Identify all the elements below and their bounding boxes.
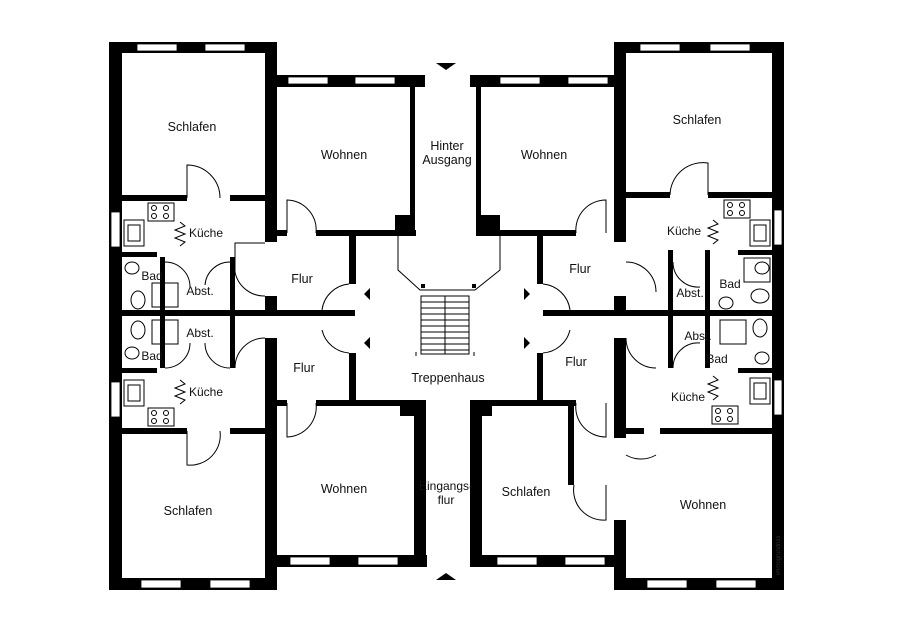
room-label-wohnen: Wohnen (321, 148, 367, 162)
room-label-abst: Abst. (186, 284, 213, 298)
room-label-abst: Abst. (676, 286, 703, 300)
windows (110, 43, 783, 589)
room-label-kueche: Küche (671, 390, 705, 404)
room-label-flur: Flur (565, 355, 587, 369)
doors (164, 162, 709, 521)
room-label-eingangs: Eingangs- (419, 479, 473, 493)
room-label-wohnen: Wohnen (680, 498, 726, 512)
room-label-bad: Bad (141, 349, 162, 363)
room-label-flur: Flur (293, 361, 315, 375)
room-label-flur: Flur (569, 262, 591, 276)
room-label-kueche: Küche (667, 224, 701, 238)
room-label-schlafen: Schlafen (164, 504, 213, 518)
room-label-bad: Bad (141, 269, 162, 283)
arrow-markers (364, 63, 530, 580)
room-label-schlafen: Schlafen (502, 485, 551, 499)
bath-fixtures (124, 257, 771, 365)
room-label-flur: flur (438, 493, 455, 507)
room-label-schlafen: Schlafen (673, 113, 722, 127)
room-label-flur: Flur (291, 272, 313, 286)
room-label-abst: Abst. (684, 329, 711, 343)
room-label-wohnen: Wohnen (521, 148, 567, 162)
room-label-hinter: Hinter (430, 139, 463, 153)
room-label-wohnen: Wohnen (321, 482, 367, 496)
room-label-schlafen: Schlafen (168, 120, 217, 134)
room-label-bad: Bad (719, 277, 740, 291)
room-label-bad: Bad (706, 352, 727, 366)
credit-text: immogrundriss (776, 536, 782, 575)
room-label-treppenhaus: Treppenhaus (411, 371, 484, 385)
room-labels: Schlafen Wohnen Hinter Ausgang Wohnen Sc… (141, 113, 782, 575)
room-label-ausgang: Ausgang (422, 153, 471, 167)
interior-walls (122, 82, 772, 565)
room-label-kueche: Küche (189, 226, 223, 240)
staircase (397, 236, 501, 356)
room-label-abst: Abst. (186, 326, 213, 340)
room-label-kueche: Küche (189, 385, 223, 399)
kitchen-fixtures (123, 199, 771, 427)
